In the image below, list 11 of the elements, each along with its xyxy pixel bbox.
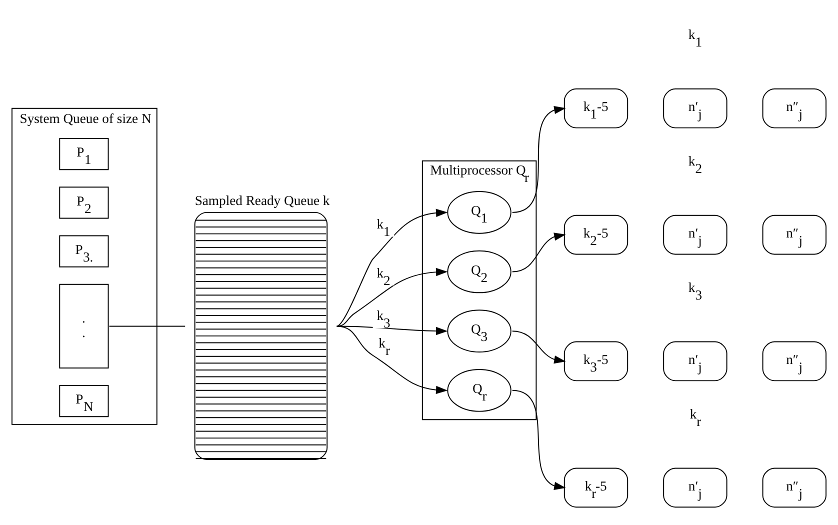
arrow: [512, 330, 566, 364]
arrow: [336, 325, 448, 394]
connector: [108, 325, 186, 326]
arrow: [512, 389, 566, 490]
arrow: [336, 267, 448, 326]
arrow: [336, 325, 448, 335]
node-box: . .: [59, 283, 109, 368]
arrow: [336, 208, 448, 326]
node-label: Sampled Ready Queue k: [194, 192, 330, 208]
arrow: [512, 232, 566, 272]
arrow: [512, 106, 566, 212]
